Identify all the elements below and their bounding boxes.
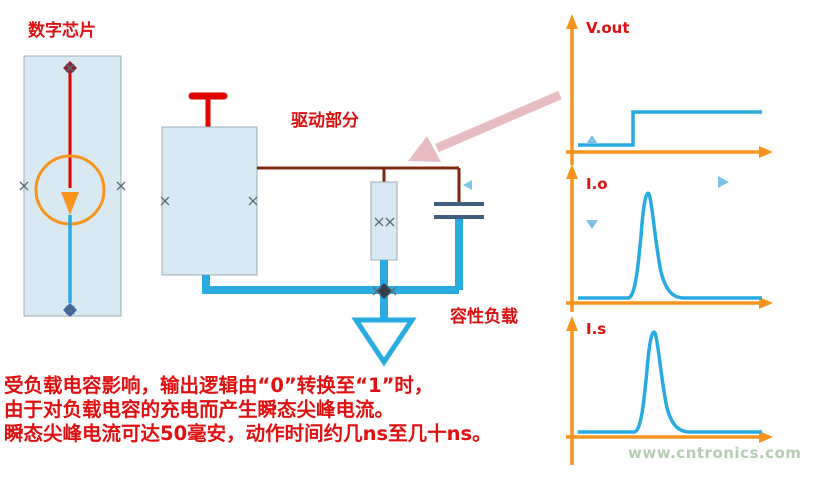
- marker-triangles: [463, 135, 729, 229]
- pink-arrow-shaft: [435, 90, 562, 153]
- driver-block: [161, 92, 484, 367]
- left-triangle-icon: [463, 180, 472, 190]
- handle-x-icon: [385, 217, 395, 227]
- io-y-arrow-icon: [566, 164, 578, 179]
- plot-io: I.o: [566, 164, 773, 312]
- chip-body: [23, 55, 122, 317]
- handle-x-icon: [116, 181, 126, 191]
- driver-label: 驱动部分: [291, 110, 359, 131]
- ground-wire: [202, 219, 463, 318]
- junction-diamond: [376, 283, 392, 299]
- handle-x-icon: [387, 286, 397, 296]
- vout-step-curve: [578, 110, 762, 147]
- pink-arrow: [408, 90, 562, 162]
- handle-x-icon: [65, 305, 75, 315]
- watermark: www.cntronics.com: [628, 444, 801, 462]
- handle-x-icon: [160, 196, 170, 206]
- plot-vout: V.out: [566, 14, 773, 165]
- down-triangle-icon: [586, 220, 598, 229]
- io-spike-curve: [578, 191, 762, 300]
- caption-line3: 瞬态尖峰电流可达50毫安，动作时间约几ns至几十ns。: [4, 422, 492, 445]
- handle-x-icon: [372, 286, 382, 296]
- io-x-arrow-icon: [759, 297, 773, 309]
- right-triangle-icon: [718, 176, 729, 188]
- up-triangle-icon: [586, 135, 598, 144]
- digital-chip-block: [23, 55, 122, 317]
- plot-is-label: I.s: [586, 320, 606, 338]
- drive-wire: [257, 166, 461, 202]
- plot-vout-label: V.out: [586, 19, 630, 37]
- driver-body: [161, 126, 258, 276]
- plot-is: I.s: [566, 316, 773, 465]
- caption: 受负载电容影响，输出逻辑由“0”转换至“1”时， 由于对负载电容的充电而产生瞬态…: [4, 374, 492, 445]
- is-spike-curve: [578, 330, 762, 434]
- is-y-arrow-icon: [566, 316, 578, 331]
- vout-y-arrow-icon: [566, 14, 578, 29]
- ground-symbol: [351, 317, 417, 367]
- caption-line1: 受负载电容影响，输出逻辑由“0”转换至“1”时，: [4, 374, 433, 397]
- plot-io-label: I.o: [586, 175, 608, 193]
- handle-x-icon: [19, 181, 29, 191]
- pink-arrow-head: [408, 136, 441, 162]
- handle-x-icon: [65, 63, 75, 73]
- transistor-block: [370, 181, 398, 261]
- caption-line2: 由于对负载电容的充电而产生瞬态尖峰电流。: [4, 398, 394, 421]
- vout-x-arrow-icon: [759, 146, 773, 158]
- load-label: 容性负载: [450, 306, 518, 327]
- is-x-arrow-icon: [759, 431, 773, 443]
- chip-label: 数字芯片: [28, 20, 96, 41]
- handle-x-icon: [248, 196, 258, 206]
- handle-x-icon: [374, 217, 384, 227]
- current-arrow-icon: [61, 192, 79, 215]
- selection-handles: [19, 63, 397, 315]
